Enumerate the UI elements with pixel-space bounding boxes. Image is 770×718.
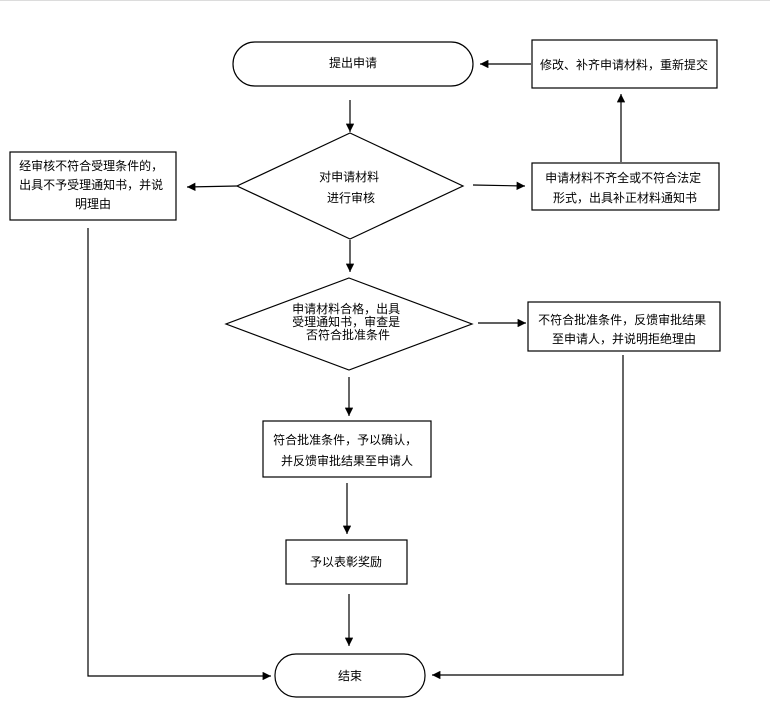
edge-reject-approve-end	[432, 355, 624, 680]
approve-box	[262, 420, 432, 478]
incomplete-label: 申请材料不齐全或不符合法定 形式，出具补正材料通知书	[545, 170, 705, 205]
edge-review-reject	[186, 182, 238, 192]
end-terminator	[274, 653, 426, 698]
review-decision	[235, 132, 465, 240]
reject-approve-box	[527, 301, 721, 352]
submit-terminator	[232, 41, 474, 87]
reject-accept-box	[9, 151, 177, 221]
end-label: 结束	[338, 669, 362, 683]
resubmit-box	[531, 39, 718, 89]
check-label: 申请材料合格，出具 受理通知书，审查是 否符合批准条件	[292, 301, 404, 342]
reward-box	[285, 539, 408, 585]
reward-label: 予以表彰奖励	[310, 554, 382, 569]
edge-review-incomplete	[472, 181, 526, 191]
edge-reject-accept-end	[87, 228, 271, 681]
resubmit-label: 修改、补齐申请材料，重新提交	[540, 57, 708, 72]
reject-approve-label: 不符合批准条件，反馈审批结果 至申请人，并说明拒绝理由	[538, 312, 710, 346]
incomplete-box	[531, 162, 720, 211]
reject-accept-label: 经审核不符合受理条件的， 出具不予受理通知书，并说 明理由	[19, 158, 167, 211]
check-decision	[224, 277, 474, 371]
approve-label: 符合批准条件，予以确认， 并反馈审批结果至申请人	[273, 432, 421, 468]
top-rule	[0, 0, 770, 1]
submit-label: 提出申请	[329, 55, 377, 70]
review-label: 对申请材料 进行审核	[319, 170, 383, 205]
